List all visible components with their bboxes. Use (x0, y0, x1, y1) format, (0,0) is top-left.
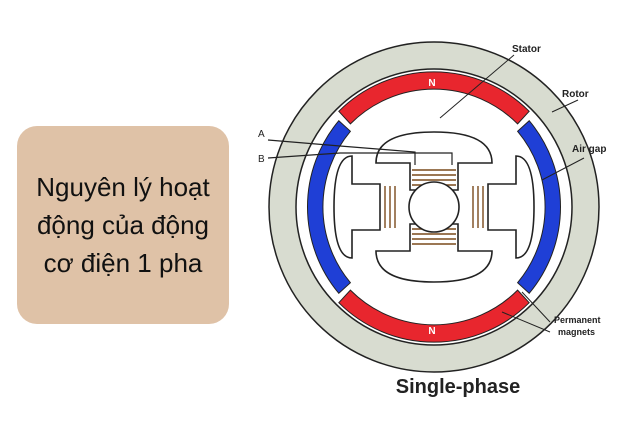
rotor-shaft (408, 181, 460, 233)
title-text: Nguyên lý hoạt động của động cơ điện 1 p… (36, 172, 210, 278)
callout-lines (439, 54, 585, 333)
south-magnet-left (306, 119, 352, 295)
pole-label-bottom: N (428, 326, 435, 337)
terminal-label-b: B (258, 154, 265, 165)
coil-top (412, 169, 456, 186)
label-magnets: magnets (558, 327, 595, 337)
pole-label-left: S (300, 202, 307, 213)
title-card: Nguyên lý hoạt động của động cơ điện 1 p… (17, 126, 229, 324)
stator-pole-left (333, 155, 381, 259)
pole-label-top: N (428, 78, 435, 89)
motor-diagram: N N S S A B Stator Rotor Air gap Permane… (258, 41, 606, 373)
diagram-caption: Single-phase (395, 376, 521, 398)
label-rotor: Rotor (562, 89, 589, 100)
south-magnet-right (516, 119, 562, 295)
label-air-gap: Air gap (572, 144, 606, 155)
stator-pole-right (487, 155, 535, 259)
north-magnet-top (338, 71, 530, 125)
pole-label-right: S (561, 202, 568, 213)
north-magnet-bottom (338, 289, 530, 343)
coil-right (472, 186, 484, 228)
callout-air-gap (541, 157, 585, 181)
label-stator: Stator (512, 44, 541, 55)
terminal-label-a: A (258, 129, 265, 140)
callout-stator (439, 54, 515, 119)
callout-magnets (501, 291, 551, 333)
wire-a (267, 139, 416, 165)
coil-left (384, 186, 396, 228)
stator-pole-top (375, 131, 493, 191)
label-permanent: Permanent (554, 315, 601, 325)
wire-b (267, 152, 453, 165)
callout-rotor (551, 99, 579, 113)
stator-pole-bottom (375, 223, 493, 283)
terminal-wires (267, 139, 453, 165)
stator-core (333, 131, 535, 283)
